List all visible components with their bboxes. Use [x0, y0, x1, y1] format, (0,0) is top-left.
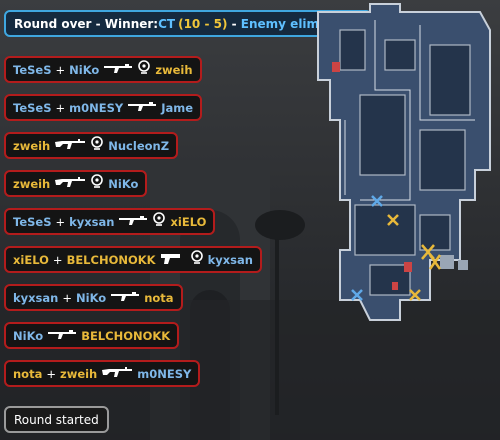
dead-t-marker [387, 214, 399, 226]
assister-name: zweih [60, 366, 98, 381]
headshot-icon [90, 136, 104, 155]
assist-plus: + [55, 62, 66, 77]
palm-leaves [255, 210, 305, 240]
attacker-name: xiELO [13, 252, 49, 267]
attacker-name: zweih [13, 176, 51, 191]
victim-name: NucleonZ [108, 138, 170, 153]
smg-icon [127, 100, 157, 115]
radar-room [354, 204, 416, 256]
kill-feed-entry: NiKo BELCHONOKK [4, 322, 180, 349]
rifle-icon [54, 175, 86, 192]
dead-ct-marker [351, 289, 363, 301]
kill-feed-entry: zweih NiKo [4, 170, 148, 197]
round-score: (10 - 5) [178, 16, 228, 31]
round-started-label: Round started [14, 412, 99, 427]
kill-feed-entry: kyxsan+ NiKo nota [4, 284, 183, 311]
victim-name: zweih [155, 62, 193, 77]
radar-minimap [317, 3, 491, 321]
victim-name: m0NESY [137, 366, 192, 381]
smg-icon [47, 328, 77, 343]
victim-name: Jame [161, 100, 194, 115]
victim-name: xiELO [170, 214, 207, 229]
round-started-notice: Round started [4, 406, 109, 433]
headshot-icon [152, 212, 166, 231]
kill-feed-entry: TeSeS+NiKo zweih [4, 56, 202, 83]
attacker-name: TeSeS [13, 214, 52, 229]
assist-plus: + [62, 290, 72, 305]
radar-room [419, 214, 451, 251]
attacker-name: NiKo [13, 328, 44, 343]
attacker-name: TeSeS [13, 100, 52, 115]
winner-team: CT [158, 16, 176, 31]
assister-name: NiKo [76, 290, 107, 305]
smg-icon [118, 214, 148, 229]
assister-name: BELCHONOKK [66, 252, 156, 267]
radar-room [384, 39, 416, 71]
kill-feed-entry: TeSeS+m0NESY Jame [4, 94, 203, 121]
assist-plus: + [46, 366, 56, 381]
radar-crate [458, 260, 468, 270]
dead-t-marker [428, 254, 442, 270]
assister-name: kyxsan [69, 214, 115, 229]
radar-room [359, 94, 406, 176]
palm-trunk [275, 215, 279, 415]
kill-feed-entry: zweih NucleonZ [4, 132, 179, 159]
victim-name: nota [144, 290, 174, 305]
attacker-name: nota [13, 366, 43, 381]
bomb-site-marker [404, 262, 412, 272]
deagle-icon [160, 251, 186, 268]
kill-feed-entry: xiELO+BELCHONOKK kyxsan [4, 246, 262, 273]
radar-path [360, 20, 411, 201]
round-over-separator: - [227, 16, 241, 31]
assister-name: m0NESY [69, 100, 124, 115]
assist-plus: + [55, 100, 66, 115]
victim-name: NiKo [108, 176, 139, 191]
assist-plus: + [55, 214, 66, 229]
radar-path [419, 25, 475, 121]
victim-name: kyxsan [207, 252, 253, 267]
attacker-name: TeSeS [13, 62, 52, 77]
bomb-site-marker [332, 62, 340, 72]
dead-ct-marker [371, 195, 383, 207]
bomb-site-marker [392, 282, 398, 290]
smg-icon [110, 290, 140, 305]
attacker-name: zweih [13, 138, 51, 153]
smg-icon [103, 62, 133, 77]
radar-room [339, 29, 366, 71]
dead-t-marker [409, 289, 421, 301]
rifle-icon [101, 365, 133, 382]
victim-name: BELCHONOKK [81, 328, 171, 343]
headshot-icon [137, 60, 151, 79]
radar-room [369, 264, 411, 296]
radar-room [429, 44, 471, 116]
assister-name: NiKo [69, 62, 100, 77]
attacker-name: kyxsan [13, 290, 59, 305]
kill-feed-entry: nota+ zweih m0NESY [4, 360, 201, 387]
round-over-banner: Round over - Winner: CT (10 - 5) - Enemy… [4, 10, 373, 37]
headshot-icon [90, 174, 104, 193]
round-over-prefix: Round over - Winner: [14, 16, 159, 31]
radar-room [419, 129, 466, 191]
assist-plus: + [52, 252, 63, 267]
headshot-icon [190, 250, 204, 269]
rifle-icon [54, 137, 86, 154]
kill-feed-entry: TeSeS+kyxsan xiELO [4, 208, 216, 235]
radar-crate [440, 255, 454, 269]
